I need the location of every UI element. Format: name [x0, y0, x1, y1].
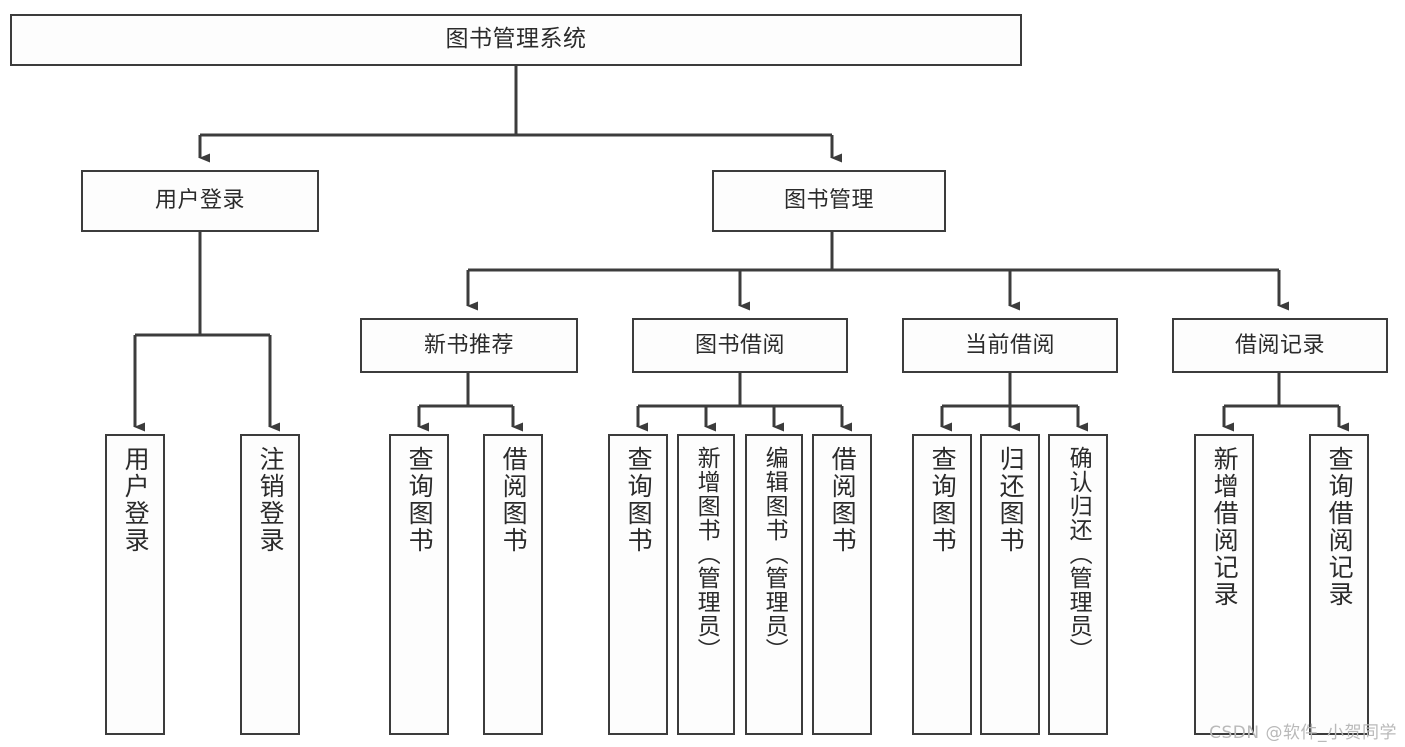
node-borrow-record[interactable]: 借阅记录: [1172, 318, 1388, 373]
node-label: 归还图书: [996, 446, 1026, 554]
leaf-current-borrow-query[interactable]: 查询图书: [912, 434, 972, 735]
node-label: 新书推荐: [423, 332, 514, 358]
leaf-book-borrow-edit[interactable]: 编辑图书（管理员）: [745, 434, 803, 735]
node-label: 查询借阅记录: [1325, 446, 1355, 608]
leaf-book-borrow-lend[interactable]: 借阅图书: [812, 434, 872, 735]
node-current-borrow[interactable]: 当前借阅: [902, 318, 1118, 373]
node-label: 注销登录: [256, 446, 286, 554]
leaf-book-borrow-add[interactable]: 新增图书（管理员）: [677, 434, 735, 735]
node-book-management-system[interactable]: 图书管理系统: [10, 14, 1022, 66]
node-label: 借阅图书: [828, 446, 858, 554]
leaf-current-borrow-confirm-return[interactable]: 确认归还（管理员）: [1048, 434, 1108, 735]
leaf-book-borrow-query[interactable]: 查询图书: [608, 434, 668, 735]
node-label: 当前借阅: [964, 332, 1055, 358]
leaf-user-login-signout[interactable]: 注销登录: [240, 434, 300, 735]
csdn-watermark: CSDN @软件_小贺同学: [1209, 723, 1397, 743]
leaf-user-login-signin[interactable]: 用户登录: [105, 434, 165, 735]
node-label: 查询图书: [405, 446, 435, 554]
node-label: 编辑图书（管理员）: [761, 446, 788, 662]
node-label: 图书管理系统: [445, 26, 587, 53]
node-book-borrow[interactable]: 图书借阅: [632, 318, 848, 373]
node-book-management[interactable]: 图书管理: [712, 170, 946, 232]
leaf-current-borrow-return[interactable]: 归还图书: [980, 434, 1040, 735]
node-user-login[interactable]: 用户登录: [81, 170, 319, 232]
node-label: 借阅记录: [1234, 332, 1325, 358]
node-label: 查询图书: [624, 446, 654, 554]
node-label: 新增借阅记录: [1210, 446, 1240, 608]
node-label: 用户登录: [154, 188, 245, 214]
node-label: 确认归还（管理员）: [1065, 446, 1092, 662]
leaf-new-book-query[interactable]: 查询图书: [389, 434, 449, 735]
leaf-borrow-record-add[interactable]: 新增借阅记录: [1194, 434, 1254, 735]
node-label: 新增图书（管理员）: [693, 446, 720, 662]
node-label: 查询图书: [928, 446, 958, 554]
node-label: 用户登录: [121, 446, 151, 554]
node-label: 图书管理: [783, 188, 874, 214]
leaf-borrow-record-query[interactable]: 查询借阅记录: [1309, 434, 1369, 735]
node-label: 图书借阅: [694, 332, 785, 358]
node-label: 借阅图书: [499, 446, 529, 554]
leaf-new-book-borrow[interactable]: 借阅图书: [483, 434, 543, 735]
node-new-book-recommend[interactable]: 新书推荐: [360, 318, 578, 373]
